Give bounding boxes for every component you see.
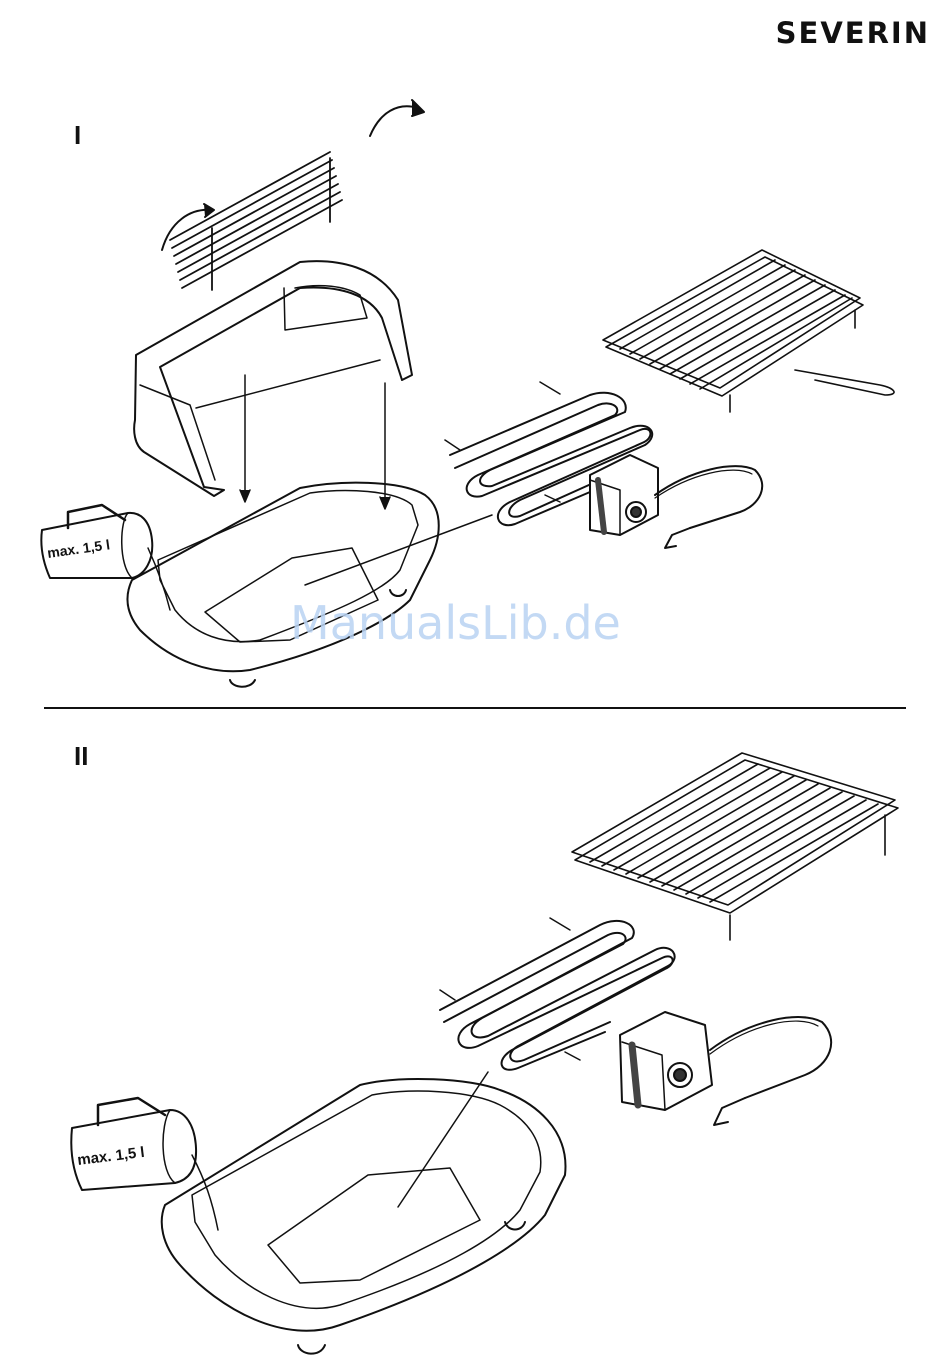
side-grid-rack bbox=[170, 152, 342, 290]
rotate-arrow-left-icon bbox=[162, 204, 214, 250]
power-plug bbox=[710, 1017, 831, 1125]
leader-line bbox=[305, 515, 492, 585]
grill-grate bbox=[572, 753, 898, 940]
grill-grate bbox=[603, 250, 863, 412]
power-plug bbox=[655, 466, 762, 548]
rotate-arrow-right-icon bbox=[370, 100, 424, 136]
thermostat-controller bbox=[620, 1012, 712, 1110]
watermark: ManualsLib.de bbox=[290, 596, 621, 650]
water-jug: max. 1,5 l bbox=[41, 505, 170, 610]
grate-handle bbox=[795, 370, 894, 395]
thermostat-controller bbox=[590, 455, 658, 535]
brand-logo: SEVERIN bbox=[776, 16, 930, 50]
drip-tray bbox=[127, 483, 438, 687]
assembly-arrow-icon bbox=[240, 375, 390, 509]
windshield bbox=[134, 261, 412, 496]
drip-tray bbox=[162, 1079, 566, 1354]
section-divider bbox=[44, 707, 906, 709]
water-jug: max. 1,5 l bbox=[71, 1098, 218, 1230]
exploded-view-figure-2: max. 1,5 l bbox=[0, 725, 950, 1355]
